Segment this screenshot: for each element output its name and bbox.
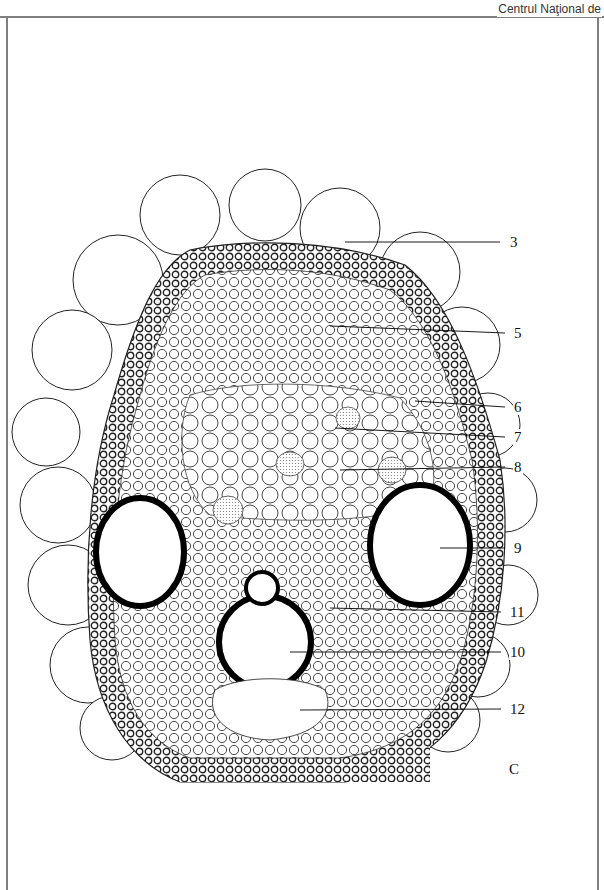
header-text: Centrul Naţional de [497, 1, 602, 17]
callout-number: 10 [509, 644, 526, 660]
callout-number: 11 [509, 604, 525, 620]
figure-letter: C [508, 761, 520, 777]
callout-number: 8 [513, 459, 523, 475]
callout-number: 5 [513, 325, 523, 341]
callout-number: 3 [509, 234, 519, 250]
callout-number: 12 [509, 701, 526, 717]
callout-number: 7 [513, 429, 523, 445]
callout-number: 9 [513, 540, 523, 556]
callout-number: 6 [513, 399, 523, 415]
